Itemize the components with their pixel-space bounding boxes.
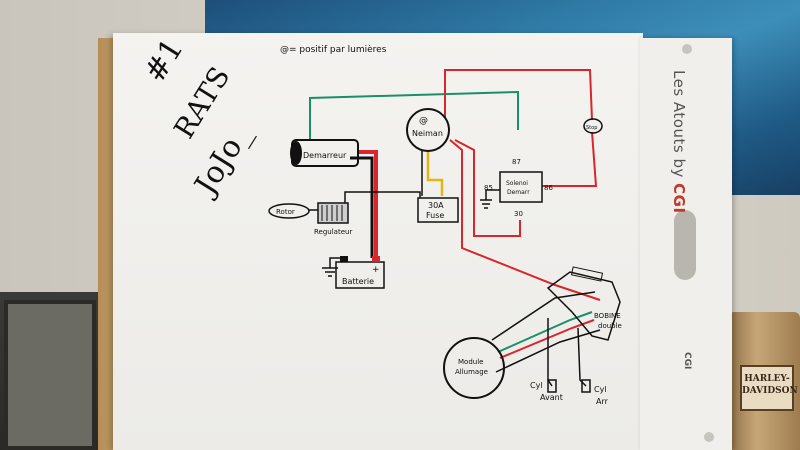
red-wire-top <box>444 69 593 121</box>
tin-label: HARLEY- DAVIDSON <box>740 365 798 411</box>
cyl-front-label-1: Cyl <box>530 381 543 390</box>
neiman-mark: @ <box>419 116 428 126</box>
cgi-logo: CGI <box>682 352 692 370</box>
cyl-rear-label-2: Arr <box>596 397 609 406</box>
voltage-regulator: Regulateur <box>314 202 352 236</box>
green-wire <box>309 90 519 140</box>
red-wire-relay30 <box>454 139 521 237</box>
brand-suffix: CGI <box>670 183 688 214</box>
battery-label: Batterie <box>342 277 374 286</box>
battery-cable-black <box>350 156 374 258</box>
plug-lead-arr <box>577 327 587 387</box>
fuse-label: Fuse <box>426 211 444 220</box>
relay-pin-86: 86 <box>544 184 553 192</box>
starter-motor: Demarreur <box>290 139 359 167</box>
stop-lamp: Stop <box>583 118 603 134</box>
spark-plug-rear: Cyl Arr <box>581 379 609 406</box>
red-wire-neiman-bobine <box>449 139 601 301</box>
tin-label-line2: DAVIDSON <box>742 386 798 396</box>
battery-ground-symbol <box>322 257 340 277</box>
black-wire-reg-fuse <box>344 191 421 205</box>
allumage-wire-green <box>497 311 593 353</box>
allumage-harness <box>491 291 596 341</box>
red-wire-stop-relay <box>542 131 598 187</box>
ignition-switch: @ Neiman <box>406 108 450 152</box>
battery-plus: + <box>372 265 380 275</box>
module-label-1: Module <box>458 358 483 366</box>
relay-pin-85: 85 <box>484 184 493 192</box>
alternator-rotor: Rotor <box>268 203 310 219</box>
rotor-label: Rotor <box>276 208 295 216</box>
yellow-wire <box>426 150 444 196</box>
tin-label-line1: HARLEY- <box>744 374 790 384</box>
tab-slot <box>674 210 696 280</box>
battery: + Batterie <box>335 256 385 289</box>
cyl-front-label-2: Avant <box>540 393 563 402</box>
spark-plug-front: Cyl Avant <box>530 379 563 402</box>
stop-label: Stop <box>586 125 597 131</box>
ignition-module: Module Allumage <box>443 337 505 399</box>
relay-label-2: Demarr <box>507 189 530 196</box>
picture-frame <box>4 300 96 450</box>
relay-ground-symbol <box>480 199 492 209</box>
coil-label-2: double <box>598 322 622 330</box>
module-label-2: Allumage <box>455 368 488 376</box>
coil-label-1: BOBINE <box>594 312 621 320</box>
legend-note: @= positif par lumières <box>280 44 387 55</box>
brand-by: by <box>670 158 688 178</box>
starter-relay: Solenoi Demarr 87 85 86 30 <box>484 158 553 218</box>
cyl-rear-label-1: Cyl <box>594 385 607 394</box>
tab-hole-top <box>682 44 692 54</box>
relay-pin-30: 30 <box>514 210 523 218</box>
regulator-label: Regulateur <box>314 228 352 236</box>
brand-prefix: Les Atouts <box>670 70 688 154</box>
starter-label: Demarreur <box>303 151 347 160</box>
relay-pin-87: 87 <box>512 158 521 166</box>
neiman-label: Neiman <box>412 129 443 138</box>
fuse-rating: 30A <box>428 201 444 210</box>
ignition-coil: BOBINE double <box>546 266 622 341</box>
title-number: #1 <box>138 33 191 89</box>
flipchart-brand: Les Atouts by CGI <box>648 70 688 270</box>
tab-hole-bottom <box>704 432 714 442</box>
allumage-harness-2 <box>495 329 601 373</box>
main-fuse: 30A Fuse <box>417 197 459 223</box>
relay-label-1: Solenoi <box>506 180 528 187</box>
relay-ground-wire <box>485 189 500 200</box>
allumage-wire-red <box>499 319 595 359</box>
battery-cable-red <box>358 150 378 262</box>
